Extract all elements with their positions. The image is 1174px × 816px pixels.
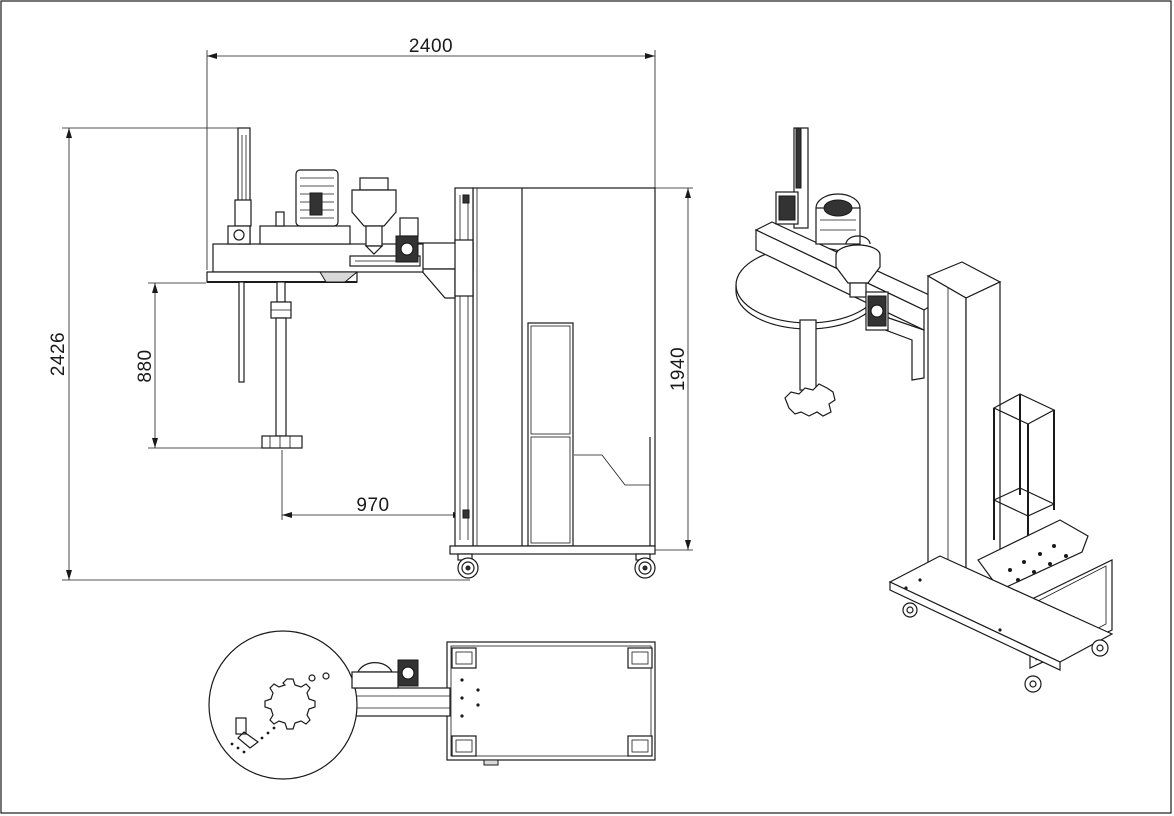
iso-caster-wheels bbox=[902, 602, 1109, 693]
isometric-view bbox=[735, 127, 1114, 693]
gear-motor bbox=[395, 217, 419, 263]
dimension-label-drop: 880 bbox=[135, 349, 156, 382]
plan-motor bbox=[351, 659, 419, 689]
caster-wheel-left bbox=[457, 553, 479, 579]
dimension-height-total: 2426 bbox=[48, 127, 470, 581]
lift-rack bbox=[227, 127, 252, 245]
iso-gear-motor bbox=[865, 291, 889, 331]
iso-column bbox=[926, 261, 1002, 601]
mixer-shaft bbox=[261, 281, 303, 449]
caster-wheel-right bbox=[634, 553, 656, 579]
plan-view bbox=[208, 630, 656, 780]
dimension-label-column: 1940 bbox=[668, 347, 689, 391]
horizontal-arm bbox=[414, 239, 474, 299]
iso-lift-rack bbox=[775, 127, 809, 229]
hopper bbox=[351, 177, 397, 255]
side-rod bbox=[238, 281, 245, 383]
dimension-label-reach: 970 bbox=[356, 495, 389, 516]
dimension-mixer-drop: 880 bbox=[135, 282, 262, 449]
iso-base-plate bbox=[888, 555, 1114, 671]
dimension-label-width: 2400 bbox=[409, 36, 453, 57]
dimension-label-height: 2426 bbox=[48, 332, 69, 376]
iso-motor bbox=[815, 193, 861, 245]
side-elevation-view: 2400 2426 1940 880 bbox=[48, 36, 693, 581]
motor bbox=[259, 169, 351, 245]
plan-turntable bbox=[208, 630, 358, 780]
iso-hopper bbox=[835, 235, 881, 298]
iso-mixer-shaft bbox=[784, 319, 836, 417]
machine-column bbox=[449, 187, 656, 555]
plan-arm bbox=[354, 687, 451, 717]
plan-base-frame bbox=[446, 641, 656, 766]
platform bbox=[206, 243, 424, 283]
dimension-arm-reach: 970 bbox=[281, 450, 463, 520]
